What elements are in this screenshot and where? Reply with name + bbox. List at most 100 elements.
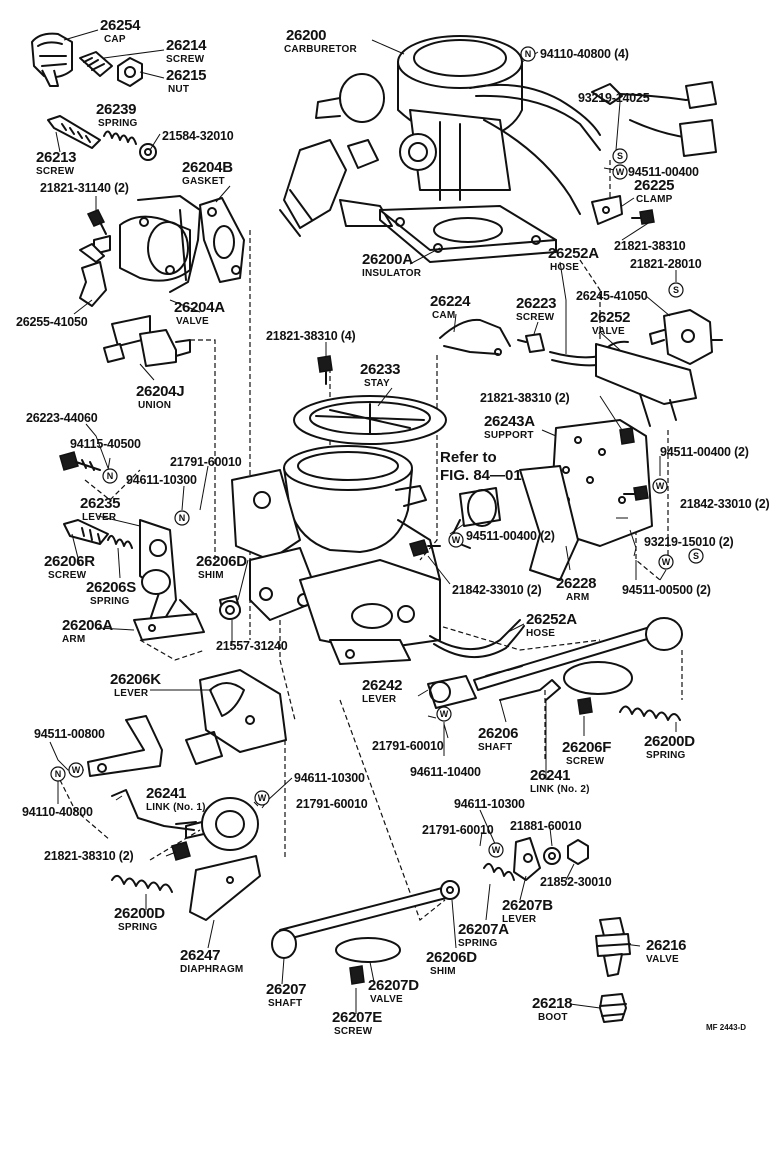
callout-94110-40800-bottom: 94110-40800 (22, 805, 93, 819)
svg-text:CAM: CAM (432, 310, 455, 321)
nut-symbol-mid2: N (174, 510, 190, 526)
svg-text:26243A: 26243A (484, 413, 535, 430)
svg-text:26206: 26206 (478, 725, 518, 742)
callout-21821-38310-4: 21821-38310 (4) (266, 329, 356, 343)
washer-21881-drawing (543, 847, 561, 865)
hardware-symbols: N S W S N N W W S W W N W W W (50, 46, 704, 858)
svg-text:SPRING: SPRING (458, 938, 498, 949)
svg-text:94611-10400: 94611-10400 (410, 765, 481, 779)
svg-text:SPRING: SPRING (98, 118, 138, 129)
callout-21881-60010: 21881-60010 (510, 819, 582, 833)
arm-26228-drawing (449, 465, 579, 581)
cam-26224-drawing (439, 318, 511, 356)
svg-text:21821-38310 (4): 21821-38310 (4) (266, 329, 355, 343)
svg-text:SCREW: SCREW (48, 570, 87, 581)
svg-text:W: W (656, 481, 665, 491)
leader-lines (49, 29, 677, 1014)
svg-text:26213: 26213 (36, 149, 76, 166)
bolt-21842-right-drawing (623, 485, 649, 501)
svg-text:26207: 26207 (266, 981, 306, 998)
bolt-21842-left-drawing (409, 539, 441, 557)
link-26241-no2-drawing (499, 679, 561, 701)
svg-text:VALVE: VALVE (646, 954, 679, 965)
svg-text:26200D: 26200D (644, 733, 695, 750)
svg-text:SHIM: SHIM (198, 570, 224, 581)
svg-text:26207D: 26207D (368, 977, 419, 994)
svg-text:21881-60010: 21881-60010 (510, 819, 582, 833)
lever-26206k-drawing (87, 715, 163, 777)
svg-text:26223-44060: 26223-44060 (26, 411, 98, 425)
svg-text:SPRING: SPRING (90, 596, 130, 607)
svg-text:21584-32010: 21584-32010 (162, 129, 234, 143)
washer-symbol-lower: W (488, 842, 504, 858)
boot-26218-drawing (599, 993, 627, 1023)
callout-21557-31240: 21557-31240 (216, 639, 288, 653)
callout-21821-38310-2a: 21821-38310 (2) (480, 391, 570, 405)
svg-text:26206K: 26206K (110, 671, 161, 688)
svg-text:26204B: 26204B (182, 159, 233, 176)
callout-26255-41050: 26255-41050 (16, 315, 88, 329)
svg-text:N: N (179, 513, 186, 523)
stay-26233-drawing (293, 395, 447, 445)
lever-26206k-bracket-drawing (185, 669, 287, 765)
svg-text:26200: 26200 (286, 27, 326, 44)
svg-text:94115-40500: 94115-40500 (70, 437, 141, 451)
svg-text:26206A: 26206A (62, 617, 113, 634)
spring-washer-symbol-right2: S (688, 548, 704, 564)
svg-text:21791-60010: 21791-60010 (372, 739, 444, 753)
bolt-94115-drawing (59, 451, 101, 471)
nut-symbol-mid: N (102, 468, 118, 484)
svg-text:SCREW: SCREW (566, 756, 605, 767)
shaft-26206-drawing (473, 617, 683, 691)
callout-94611-10400: 94611-10400 (410, 765, 481, 779)
svg-text:SPRING: SPRING (646, 750, 686, 761)
link-26241-no1-drawing (111, 789, 197, 831)
washer-symbol-top: W (612, 164, 628, 180)
callout-21821-38310-2b: 21821-38310 (2) (44, 849, 134, 863)
svg-text:SCREW: SCREW (166, 54, 205, 65)
screw-26206f-drawing (577, 697, 593, 715)
svg-text:26218: 26218 (532, 995, 572, 1012)
lever-26242-drawing (427, 675, 477, 709)
svg-text:DIAPHRAGM: DIAPHRAGM (180, 964, 243, 975)
svg-text:26200A: 26200A (362, 251, 413, 268)
svg-text:NUT: NUT (168, 84, 189, 95)
svg-text:94611-10300: 94611-10300 (454, 797, 525, 811)
svg-text:93219-15010 (2): 93219-15010 (2) (644, 535, 733, 549)
svg-text:S: S (617, 151, 623, 161)
bolt-21821-38310-4-drawing (317, 355, 333, 385)
svg-text:W: W (440, 709, 449, 719)
svg-text:26223: 26223 (516, 295, 556, 312)
svg-text:26233: 26233 (360, 361, 400, 378)
callout-94110-40800-4: 94110-40800 (4) (540, 47, 629, 61)
svg-text:HOSE: HOSE (526, 628, 555, 639)
spring-26200d-right-drawing (619, 705, 681, 721)
svg-text:S: S (673, 285, 679, 295)
svg-text:21821-38310 (2): 21821-38310 (2) (480, 391, 569, 405)
callout-94511-00500: 94511-00500 (2) (622, 583, 711, 597)
svg-text:UNION: UNION (138, 400, 171, 411)
screw-26213-drawing (47, 115, 101, 149)
nut-26215-drawing (117, 57, 143, 87)
svg-text:W: W (616, 167, 625, 177)
callout-21584-32010: 21584-32010 (162, 129, 234, 143)
svg-text:STAY: STAY (364, 378, 390, 389)
svg-text:SCREW: SCREW (36, 166, 75, 177)
spring-washer-symbol-right: S (668, 282, 684, 298)
washer-symbol-lever: W (68, 762, 84, 778)
svg-text:LEVER: LEVER (82, 512, 117, 523)
bolt-21821-31140-drawing (86, 209, 107, 235)
svg-text:94511-00400 (2): 94511-00400 (2) (660, 445, 749, 459)
valve-26216-drawing (595, 917, 631, 977)
